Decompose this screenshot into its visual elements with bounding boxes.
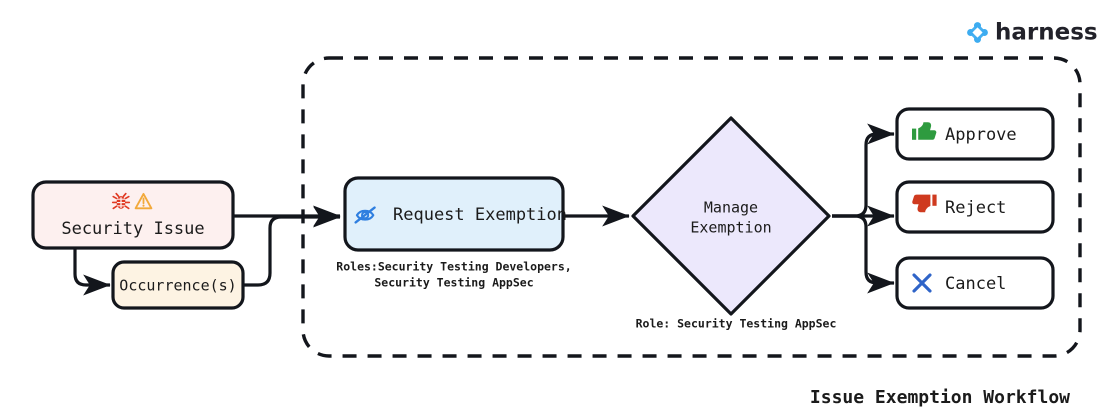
occurrences-label: Occurrence(s) bbox=[119, 277, 236, 295]
thumbs-up-icon bbox=[912, 122, 937, 140]
request-exemption-caption-line1: Roles:Security Testing Developers, bbox=[336, 260, 571, 274]
x-cross-icon bbox=[912, 273, 932, 293]
workflow-boundary bbox=[301, 56, 1082, 358]
security-issue-label: Security Issue bbox=[61, 219, 204, 239]
eye-slash-icon bbox=[354, 206, 376, 224]
node-approve[interactable]: Approve bbox=[895, 107, 1055, 161]
manage-exemption-diamond[interactable] bbox=[631, 116, 831, 316]
security-issue-box[interactable] bbox=[31, 180, 235, 250]
reject-label: Reject bbox=[945, 198, 1006, 218]
diagram-title: Issue Exemption Workflow bbox=[810, 387, 1070, 408]
request-exemption-caption-line2: Security Testing AppSec bbox=[374, 276, 533, 290]
approve-box[interactable] bbox=[895, 107, 1055, 161]
manage-exemption-label-line1: Manage bbox=[704, 199, 758, 217]
approve-label: Approve bbox=[945, 125, 1017, 145]
thumbs-down-icon bbox=[912, 194, 937, 213]
cancel-box[interactable] bbox=[895, 256, 1055, 310]
occurrences-box[interactable] bbox=[111, 260, 245, 310]
node-occurrences[interactable]: Occurrence(s) bbox=[111, 260, 245, 310]
warning-triangle-icon bbox=[134, 192, 153, 210]
edge-occurrences-to-request bbox=[243, 206, 341, 287]
harness-logo: harness bbox=[967, 20, 1098, 46]
node-manage-exemption[interactable]: Manage Exemption Role: Security Testing … bbox=[631, 116, 837, 331]
node-request-exemption[interactable]: Request Exemption Roles:Security Testing… bbox=[336, 176, 572, 290]
harness-diamond-logo-icon bbox=[967, 22, 988, 43]
edge-manage-to-approve bbox=[832, 123, 895, 218]
request-exemption-box[interactable] bbox=[343, 176, 565, 252]
node-security-issue[interactable]: Security Issue bbox=[31, 180, 235, 250]
edge-manage-to-cancel bbox=[832, 214, 895, 294]
reject-box[interactable] bbox=[895, 180, 1055, 234]
harness-wordmark: harness bbox=[995, 20, 1098, 46]
manage-exemption-label-line2: Exemption bbox=[690, 219, 771, 237]
bug-icon bbox=[111, 192, 131, 210]
node-cancel[interactable]: Cancel bbox=[895, 256, 1055, 310]
manage-exemption-caption: Role: Security Testing AppSec bbox=[636, 317, 837, 331]
cancel-label: Cancel bbox=[945, 274, 1006, 294]
request-exemption-label: Request Exemption bbox=[393, 205, 567, 225]
edge-security-issue-to-occurrences bbox=[73, 246, 111, 296]
node-reject[interactable]: Reject bbox=[895, 180, 1055, 234]
